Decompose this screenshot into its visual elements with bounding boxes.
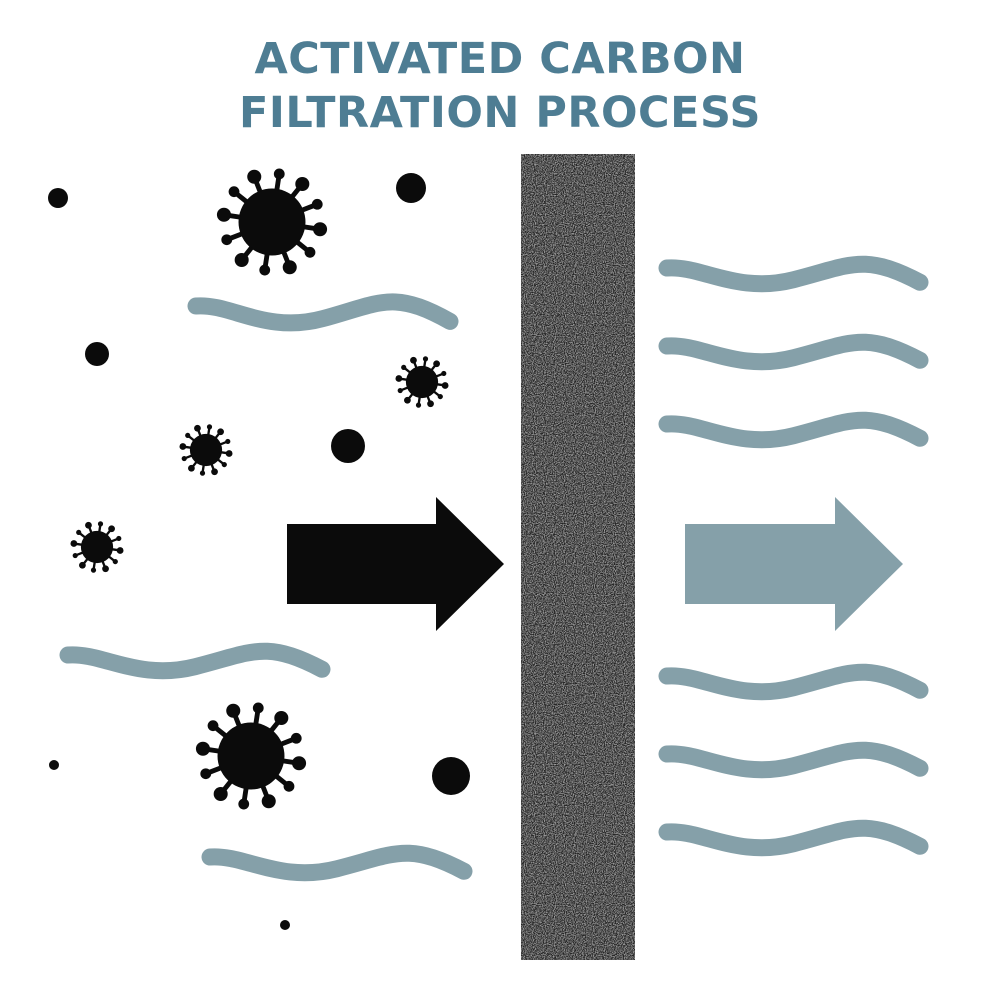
air-wave bbox=[59, 642, 331, 680]
particle-dot bbox=[85, 342, 109, 366]
particle-dot bbox=[280, 920, 290, 930]
filtered-air-waves bbox=[658, 255, 929, 857]
clean-air-wave bbox=[658, 411, 929, 449]
particle-dot bbox=[48, 188, 68, 208]
title-line-2: FILTRATION PROCESS bbox=[239, 88, 761, 138]
pathogen-icons bbox=[70, 168, 449, 810]
virus-icon bbox=[216, 168, 328, 276]
virus-icon bbox=[395, 356, 449, 408]
particle-dot bbox=[49, 760, 59, 770]
air-wave bbox=[201, 844, 473, 882]
particle-dot bbox=[432, 757, 470, 795]
clean-air-wave bbox=[658, 663, 929, 701]
clean-air-wave bbox=[658, 255, 929, 293]
air-wave bbox=[187, 293, 459, 332]
virus-icon bbox=[179, 424, 233, 476]
title-line-1: ACTIVATED CARBON bbox=[254, 34, 746, 84]
arrow-right-icon bbox=[287, 497, 504, 631]
clean-air-wave bbox=[658, 819, 929, 857]
virus-icon bbox=[195, 702, 307, 810]
clean-air-wave bbox=[658, 741, 929, 779]
particle-dot bbox=[396, 173, 426, 203]
contaminated-air-waves bbox=[59, 293, 473, 882]
carbon-filter-block bbox=[521, 154, 635, 960]
clean-air-wave bbox=[658, 333, 929, 371]
virus-icon bbox=[70, 521, 124, 573]
contaminant-particles bbox=[48, 173, 470, 930]
arrow-right-icon bbox=[685, 497, 903, 631]
particle-dot bbox=[331, 429, 365, 463]
